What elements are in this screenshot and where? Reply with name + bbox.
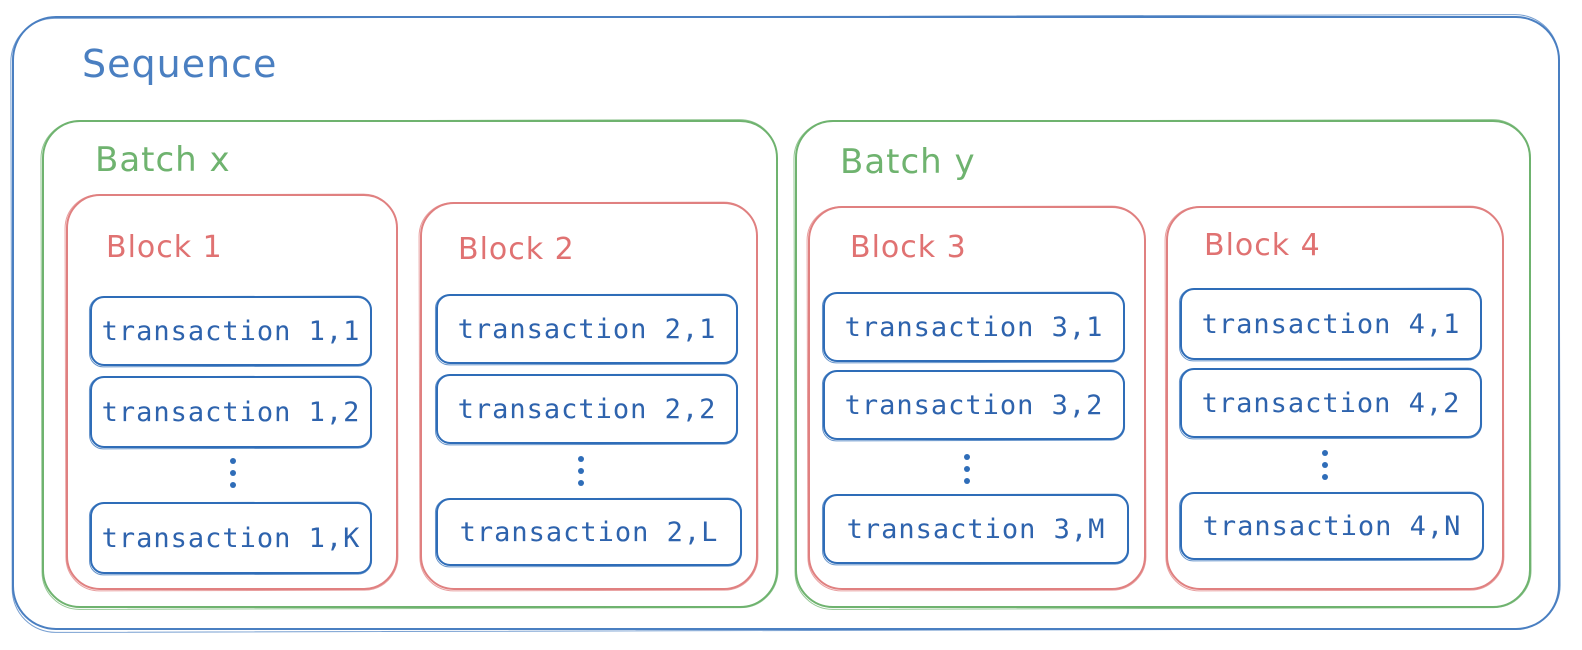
block-4-container xyxy=(1166,206,1504,590)
transaction-3-m: transaction 3,M xyxy=(823,494,1129,564)
transaction-3-1: transaction 3,1 xyxy=(823,292,1125,362)
block-1-container xyxy=(66,194,398,590)
transaction-4-1: transaction 4,1 xyxy=(1180,288,1482,360)
sequence-title: Sequence xyxy=(82,42,278,86)
transaction-label: transaction 1,1 xyxy=(101,315,361,347)
transaction-label: transaction 4,2 xyxy=(1201,387,1461,419)
transaction-3-2: transaction 3,2 xyxy=(823,370,1125,440)
transaction-4-2: transaction 4,2 xyxy=(1180,368,1482,438)
transaction-1-k: transaction 1,K xyxy=(90,502,372,574)
transaction-label: transaction 2,1 xyxy=(457,313,717,345)
block-3-container xyxy=(808,206,1146,590)
transaction-label: transaction 4,1 xyxy=(1201,308,1461,340)
block-4-title: Block 4 xyxy=(1204,228,1321,263)
transaction-label: transaction 1,K xyxy=(101,522,361,554)
transaction-label: transaction 3,1 xyxy=(844,311,1104,343)
transaction-label: transaction 2,L xyxy=(459,516,719,548)
transaction-4-n: transaction 4,N xyxy=(1180,492,1484,560)
block-2-title: Block 2 xyxy=(458,232,575,267)
transaction-2-2: transaction 2,2 xyxy=(436,374,738,444)
transaction-label: transaction 4,N xyxy=(1202,510,1462,542)
batch-y-container xyxy=(795,120,1531,608)
vertical-ellipsis-icon xyxy=(576,456,586,486)
transaction-2-1: transaction 2,1 xyxy=(436,294,738,364)
transaction-label: transaction 1,2 xyxy=(101,396,361,428)
transaction-1-1: transaction 1,1 xyxy=(90,296,372,366)
transaction-1-2: transaction 1,2 xyxy=(90,376,372,448)
vertical-ellipsis-icon xyxy=(962,454,972,484)
transaction-2-l: transaction 2,L xyxy=(436,498,742,566)
sequence-container xyxy=(12,16,1560,630)
block-1-title: Block 1 xyxy=(106,230,223,265)
vertical-ellipsis-icon xyxy=(1320,450,1330,480)
vertical-ellipsis-icon xyxy=(228,458,238,488)
block-2-container xyxy=(420,202,758,590)
batch-x-title: Batch x xyxy=(95,140,231,180)
transaction-label: transaction 3,2 xyxy=(844,389,1104,421)
block-3-title: Block 3 xyxy=(850,230,967,265)
batch-y-title: Batch y xyxy=(840,142,976,182)
transaction-label: transaction 3,M xyxy=(846,513,1106,545)
transaction-label: transaction 2,2 xyxy=(457,393,717,425)
batch-x-container xyxy=(42,120,778,608)
